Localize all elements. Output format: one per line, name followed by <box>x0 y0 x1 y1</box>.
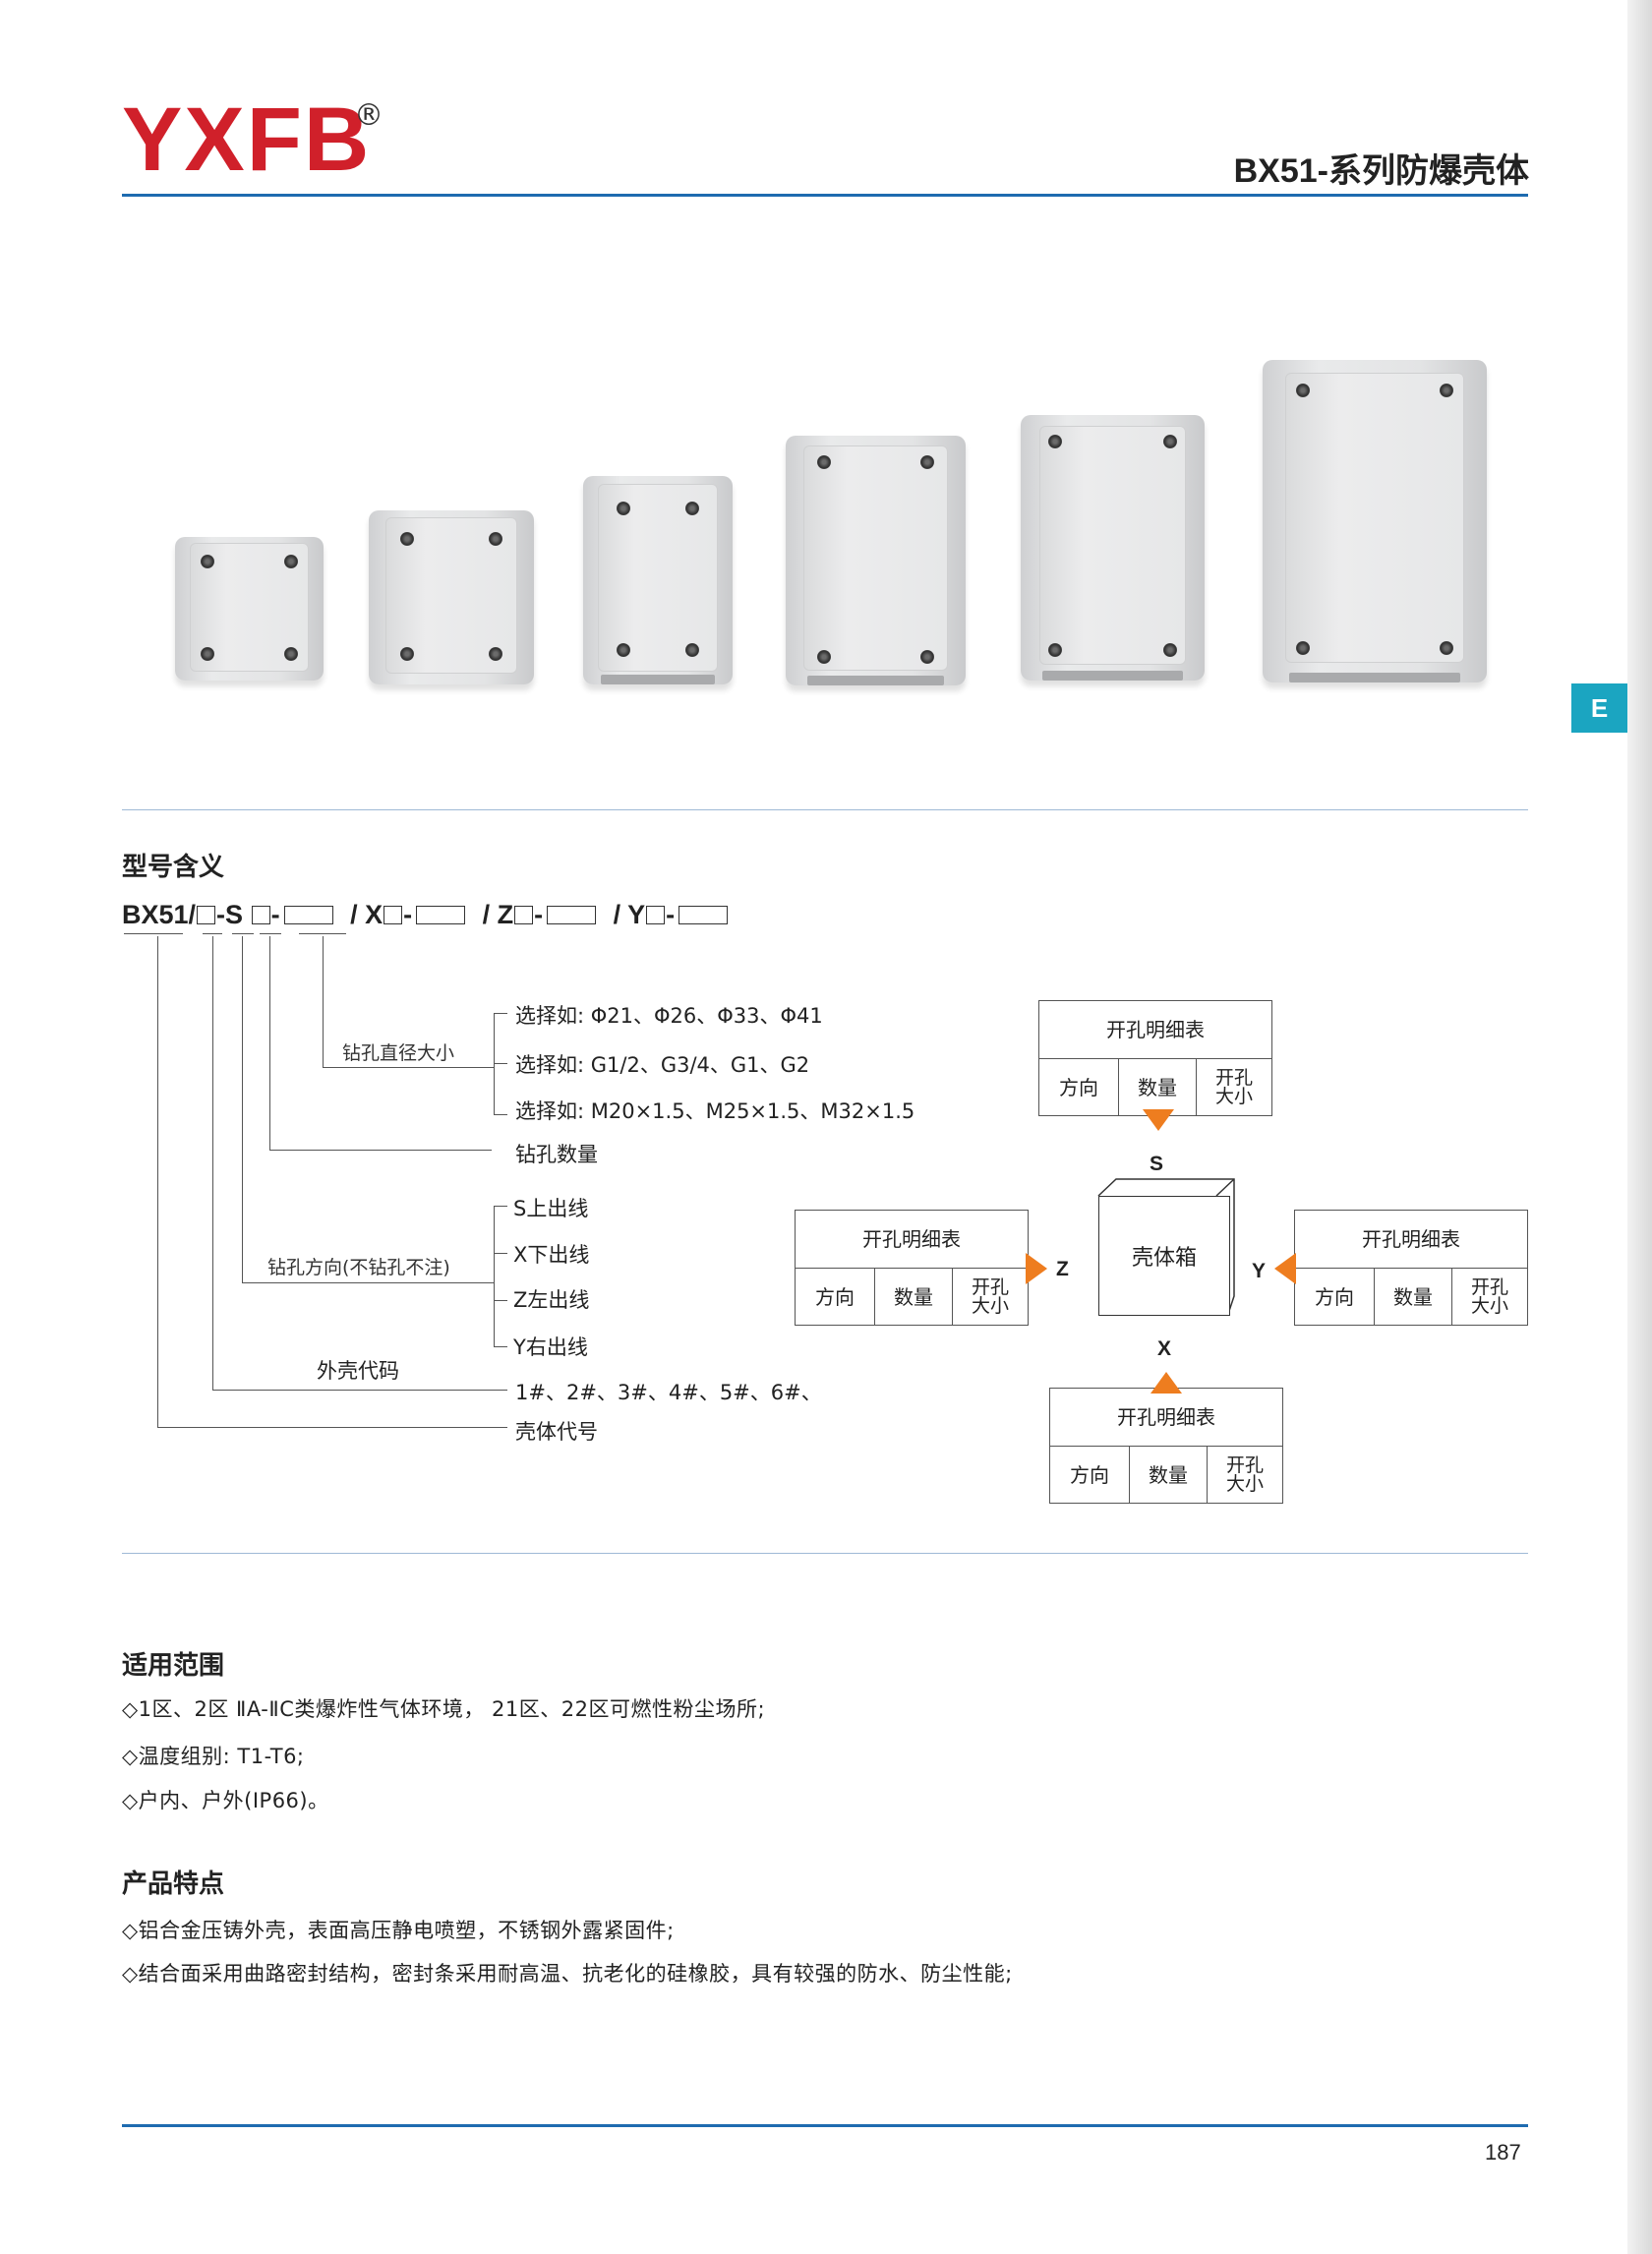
footer-divider <box>122 2124 1528 2127</box>
enclosure-2 <box>369 510 534 684</box>
code-part: BX51/ <box>122 900 197 929</box>
enclosure-5 <box>1021 415 1205 681</box>
model-code: BX51/-S - / X- / Z- / Y- <box>122 900 738 930</box>
enclosure-1 <box>175 537 324 681</box>
application-item-2: ◇温度组别: T1-T6; <box>122 1745 305 1768</box>
hole-table-header: 开孔明细表 <box>796 1211 1028 1269</box>
hole-table-y: 开孔明细表 方向 数量 开孔 大小 <box>1294 1210 1528 1326</box>
label-hole-direction: 钻孔方向(不钻孔不注) <box>267 1257 450 1278</box>
code-part: - <box>534 900 544 929</box>
label-body-code: 壳体代号 <box>515 1420 598 1444</box>
col-direction: 方向 <box>796 1269 875 1325</box>
col-count: 数量 <box>1130 1447 1208 1503</box>
code-underline <box>124 933 183 934</box>
enclosure-3 <box>583 476 733 684</box>
registered-mark: ® <box>354 98 384 133</box>
application-item-1: ◇1区、2区 ⅡA-ⅡC类爆炸性气体环境， 21区、22区可燃性粉尘场所; <box>122 1697 766 1721</box>
col-direction: 方向 <box>1039 1059 1119 1115</box>
header-divider <box>122 194 1528 197</box>
cube-outline <box>1097 1178 1235 1315</box>
cube-label: 壳体箱 <box>1098 1196 1230 1316</box>
col-size: 开孔 大小 <box>1470 1275 1508 1317</box>
code-square <box>646 906 666 924</box>
option-2: 选择如: G1/2、G3/4、G1、G2 <box>515 1053 810 1077</box>
axis-z-label: Z <box>1056 1258 1069 1280</box>
enclosure-4 <box>786 436 966 685</box>
axis-x-label: X <box>1157 1337 1172 1360</box>
code-square <box>514 906 534 924</box>
label-hole-diameter: 钻孔直径大小 <box>342 1042 455 1064</box>
application-item-3: ◇户内、户外(IP66)。 <box>122 1789 329 1812</box>
code-blank <box>547 906 597 924</box>
page-number: 187 <box>1485 2140 1521 2165</box>
code-part: - <box>270 900 280 929</box>
dir-s: S上出线 <box>513 1197 589 1220</box>
code-underline <box>203 933 222 934</box>
enclosure-6 <box>1263 360 1487 682</box>
col-size: 开孔 大小 <box>971 1275 1009 1317</box>
code-square <box>197 906 216 924</box>
code-underline <box>299 933 346 934</box>
col-size: 开孔 大小 <box>1225 1453 1264 1495</box>
code-square <box>251 906 270 924</box>
col-count: 数量 <box>1119 1059 1197 1115</box>
series-title: BX51-系列防爆壳体 <box>1233 152 1529 190</box>
code-part: -S <box>216 900 251 929</box>
hole-table-header: 开孔明细表 <box>1050 1389 1282 1447</box>
code-blank <box>416 906 466 924</box>
option-3: 选择如: M20×1.5、M25×1.5、M32×1.5 <box>515 1099 915 1123</box>
col-direction: 方向 <box>1050 1447 1130 1503</box>
section-divider-2 <box>122 1553 1528 1554</box>
arrow-left-icon <box>1274 1253 1296 1284</box>
option-1: 选择如: Φ21、Φ26、Φ33、Φ41 <box>515 1004 823 1028</box>
features-title: 产品特点 <box>122 1869 225 1899</box>
code-square <box>384 906 403 924</box>
code-blank <box>283 906 333 924</box>
hole-table-header: 开孔明细表 <box>1295 1211 1527 1269</box>
dir-x: X下出线 <box>513 1243 590 1267</box>
arrow-up-icon <box>1150 1372 1182 1394</box>
section-tab: E <box>1571 683 1627 733</box>
feature-item-1: ◇铝合金压铸外壳，表面高压静电喷塑，不锈钢外露紧固件; <box>122 1919 675 1942</box>
application-title: 适用范围 <box>122 1651 225 1681</box>
model-meaning-title: 型号含义 <box>122 853 225 882</box>
shell-numbers: 1#、2#、3#、4#、5#、6#、 <box>515 1381 822 1404</box>
page-edge-shadow <box>1627 0 1652 2254</box>
col-count: 数量 <box>1375 1269 1452 1325</box>
hole-table-s: 开孔明细表 方向 数量 开孔 大小 <box>1038 1000 1272 1116</box>
hole-table-x: 开孔明细表 方向 数量 开孔 大小 <box>1049 1388 1283 1504</box>
code-underline <box>232 933 254 934</box>
code-part: - <box>666 900 676 929</box>
code-blank <box>678 906 729 924</box>
axis-s-label: S <box>1150 1153 1164 1175</box>
label-hole-count: 钻孔数量 <box>515 1143 598 1166</box>
code-part: / Z <box>475 900 514 929</box>
feature-item-2: ◇结合面采用曲路密封结构，密封条采用耐高温、抗老化的硅橡胶，具有较强的防水、防尘… <box>122 1962 1013 1986</box>
code-part: - <box>403 900 413 929</box>
code-underline <box>260 933 281 934</box>
brand-logo: YXFB <box>122 89 372 190</box>
col-direction: 方向 <box>1295 1269 1375 1325</box>
section-divider-1 <box>122 809 1528 810</box>
col-size: 开孔 大小 <box>1214 1066 1253 1107</box>
dir-y: Y右出线 <box>513 1335 588 1359</box>
arrow-right-icon <box>1026 1253 1047 1284</box>
code-part: / Y <box>606 900 646 929</box>
label-shell-code: 外壳代码 <box>317 1359 399 1383</box>
col-count: 数量 <box>875 1269 953 1325</box>
arrow-down-icon <box>1143 1109 1174 1131</box>
hole-table-header: 开孔明细表 <box>1039 1001 1271 1059</box>
axis-y-label: Y <box>1252 1260 1267 1282</box>
code-part: / X <box>342 900 384 929</box>
hole-table-z: 开孔明细表 方向 数量 开孔 大小 <box>795 1210 1029 1326</box>
dir-z: Z左出线 <box>513 1288 590 1312</box>
